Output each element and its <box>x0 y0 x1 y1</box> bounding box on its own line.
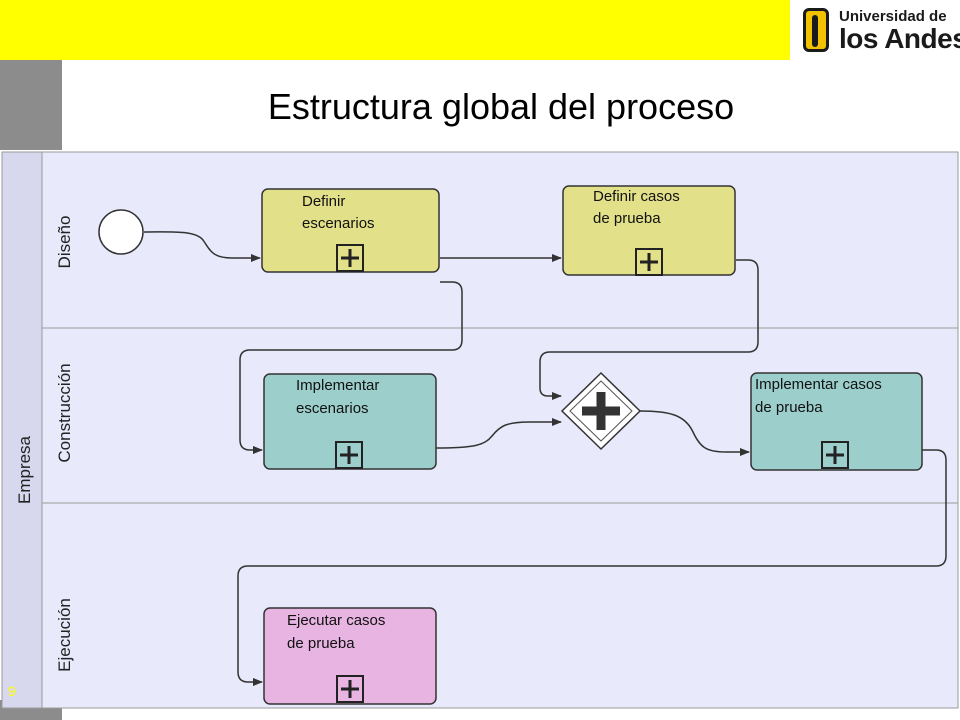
subprocess-expand-icon[interactable] <box>336 675 364 703</box>
task-definir-casos-de-prueba[interactable]: Definir casos de prueba <box>562 185 736 276</box>
subprocess-expand-icon[interactable] <box>335 441 363 469</box>
subprocess-expand-icon[interactable] <box>635 248 663 276</box>
lane-label-diseno: Diseño <box>55 216 74 269</box>
parallel-gateway-icon[interactable] <box>560 371 642 451</box>
task-label-line1: Implementar <box>296 377 379 394</box>
left-accent-bar <box>0 60 62 150</box>
lane-label-construccion: Construcción <box>55 363 74 462</box>
flow-start-to-define-scenarios <box>143 231 261 262</box>
logo-text-line2: los Andes <box>839 23 960 54</box>
flow-define-scenarios-to-implement-scenarios <box>239 281 463 454</box>
task-label-line1: Implementar casos <box>755 376 882 393</box>
task-label-line2: de prueba <box>593 210 661 227</box>
flow-implement-cases-to-execute-cases <box>237 449 947 686</box>
lane-label-ejecucion: Ejecución <box>55 598 74 672</box>
task-label-line2: escenarios <box>296 400 369 417</box>
slide-title: Estructura global del proceso <box>267 86 735 127</box>
task-label-line2: de prueba <box>287 635 355 652</box>
pool-label: Empresa <box>15 435 34 504</box>
task-label-line1: Definir <box>302 193 345 210</box>
task-implementar-escenarios[interactable]: Implementar escenarios <box>263 373 437 470</box>
page-number: 9 <box>8 683 16 699</box>
university-logo: Universidad de los Andes <box>795 0 960 60</box>
flow-gateway-to-implement-cases <box>639 410 750 456</box>
subprocess-expand-icon[interactable] <box>336 244 364 272</box>
flow-define-cases-to-gateway <box>539 259 759 400</box>
pool-header <box>1 151 43 709</box>
task-definir-escenarios[interactable]: Definir escenarios <box>261 188 440 273</box>
task-label-line1: Definir casos <box>593 188 680 205</box>
logo-text-line1: Universidad de <box>839 8 947 25</box>
task-ejecutar-casos-de-prueba[interactable]: Ejecutar casos de prueba <box>263 607 437 705</box>
header-bar <box>0 0 790 60</box>
task-label-line2: escenarios <box>302 215 375 232</box>
task-label-line2: de prueba <box>755 399 823 416</box>
task-implementar-casos-de-prueba[interactable]: Implementar casos de prueba <box>750 372 923 471</box>
logo-emblem-icon <box>803 8 829 52</box>
start-event-icon <box>98 209 144 255</box>
task-label-line1: Ejecutar casos <box>287 612 385 629</box>
flow-implement-scenarios-to-gateway <box>435 418 562 449</box>
process-diagram: Empresa Diseño Construcción Ejecución De… <box>1 151 959 709</box>
subprocess-expand-icon[interactable] <box>821 441 849 469</box>
